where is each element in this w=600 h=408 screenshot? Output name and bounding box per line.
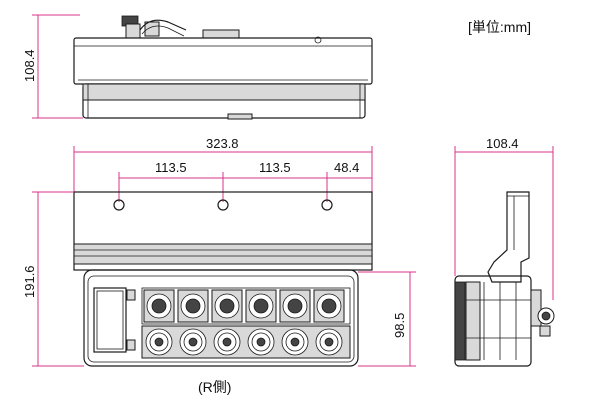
- lamp-cell-icon: [245, 289, 277, 323]
- mount-hole-right: [321, 199, 333, 211]
- round-lamp-icon: [145, 328, 173, 356]
- unit-label: [単位:mm]: [468, 19, 531, 35]
- dim-pitch-right-label: 113.5: [259, 160, 291, 175]
- side-view: [454, 191, 555, 367]
- round-lamp-icon: [281, 328, 309, 356]
- top-housing: [73, 37, 373, 85]
- dim-side-depth: 108.4: [454, 136, 554, 300]
- round-lamp-icon: [179, 328, 207, 356]
- dim-edge-offset-label: 48.4: [334, 160, 359, 175]
- dim-overall-width: 323.8: [73, 136, 373, 192]
- upper-lamp-row: [141, 287, 351, 325]
- round-lamp-icon: [315, 328, 343, 356]
- side-bracket: [487, 191, 530, 283]
- dim-lens-height-label: 98.5: [392, 313, 407, 338]
- round-lamp-icon: [213, 328, 241, 356]
- lamp-cell-icon: [177, 289, 209, 323]
- connector-cable-icon: [121, 15, 240, 39]
- front-bracket: [73, 191, 373, 271]
- dim-front-height-label: 191.6: [22, 265, 37, 298]
- dim-top-height: 108.4: [22, 14, 83, 119]
- dim-side-depth-label: 108.4: [486, 136, 519, 151]
- round-lamp-icon: [247, 328, 275, 356]
- mount-hole-center: [217, 199, 229, 211]
- view-caption: (R側): [198, 379, 231, 395]
- lamp-cell-icon: [313, 289, 345, 323]
- top-view: [73, 15, 373, 120]
- side-connector-icon: [530, 289, 555, 337]
- lamp-cell-icon: [211, 289, 243, 323]
- dim-top-height-label: 108.4: [22, 49, 37, 82]
- lamp-cell-icon: [143, 289, 175, 323]
- mount-hole-left: [113, 199, 125, 211]
- lower-lamp-row: [141, 325, 351, 359]
- dim-pitch-left-label: 113.5: [155, 160, 187, 175]
- lamp-cell-icon: [279, 289, 311, 323]
- dim-front-height: 191.6: [22, 191, 84, 367]
- dim-overall-width-label: 323.8: [206, 136, 239, 151]
- reflector-block: [93, 287, 127, 353]
- front-lamp-body: [83, 269, 359, 367]
- dim-lens-height: 98.5: [358, 271, 416, 367]
- dim-hole-pitch: 113.5 113.5 48.4: [118, 160, 372, 202]
